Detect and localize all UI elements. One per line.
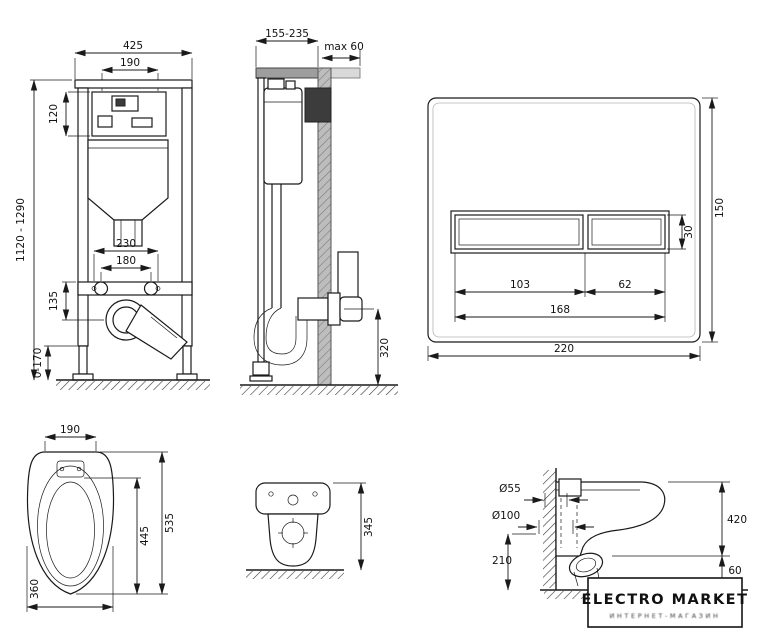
dim-frame-height-range: 1120 - 1290 [15, 198, 27, 262]
frame-front-view: 425 190 120 1120 - 1290 230 180 135 0-17… [15, 40, 210, 390]
frame-rail-left [77, 87, 89, 347]
cistern-front [87, 139, 169, 221]
frame-front-linework [30, 49, 210, 390]
bowl-side-linework [504, 468, 748, 599]
flush-plate-view: 30 150 103 62 168 220 [427, 97, 726, 361]
dim-bowl-width: 360 [29, 579, 41, 599]
bowl-side-view: Ø55 Ø100 210 420 60 [492, 468, 748, 599]
dim-max-offset: max 60 [324, 41, 364, 53]
bowl-front-view: 345 [246, 482, 375, 579]
outlet-chute [125, 304, 188, 360]
dim-fixing-spacing-inner: 180 [116, 255, 136, 267]
frame-rail-right [181, 87, 193, 347]
dim-inlet-diameter: Ø55 [499, 483, 521, 495]
dim-frame-width-inner: 190 [120, 57, 140, 69]
logo-frame [587, 577, 743, 628]
bowl-front-top [255, 482, 331, 515]
frame-side-linework [240, 37, 398, 395]
dim-plate-height: 150 [714, 198, 726, 218]
outlet-riser [337, 251, 359, 300]
finish-layer [330, 67, 361, 79]
frame-side-view: 155-235 max 60 320 [240, 28, 398, 395]
wall-hatch [543, 470, 556, 588]
dim-button-large-width: 103 [510, 279, 530, 291]
outlet-pipe [297, 297, 329, 321]
bowl-front-lower [267, 513, 319, 567]
inlet-connector [558, 478, 582, 497]
bowl-outline-side [555, 481, 666, 557]
top-slab [255, 67, 319, 79]
bowl-outline-top [26, 451, 115, 595]
floor-hatch [246, 571, 344, 579]
bowl-front-linework [246, 482, 366, 579]
floor-hatch [240, 386, 398, 395]
dim-floor-gap: 60 [728, 565, 741, 577]
dim-bowl-length-inner: 445 [139, 526, 151, 546]
dim-outlet-height: 210 [492, 555, 512, 567]
dim-drain-offset: 135 [48, 291, 60, 311]
dim-frame-width-total: 425 [123, 40, 143, 52]
dim-bowl-length: 535 [164, 513, 176, 533]
flush-button-small [587, 214, 666, 250]
outlet-sleeve [568, 552, 604, 578]
fixing-hole-right [143, 281, 159, 296]
bowl-top-view: 190 535 445 360 [26, 424, 176, 612]
dim-bowl-front-width: 190 [60, 424, 80, 436]
dim-outlet-diameter: Ø100 [492, 510, 520, 522]
dim-buttons-total-width: 168 [550, 304, 570, 316]
p-trap [253, 307, 308, 366]
brand-logo: ELECTRO MARKET ИНТЕРНЕТ-МАГАЗИН [582, 577, 749, 628]
dim-plate-width: 220 [554, 343, 574, 355]
floor-hatch [56, 381, 210, 390]
dim-bowl-depth: 420 [727, 514, 747, 526]
bowl-top-linework [26, 433, 168, 612]
wall-bracket [304, 87, 332, 123]
dim-button-height: 30 [683, 225, 695, 238]
flush-plate-linework [427, 97, 718, 361]
dim-flush-box-height: 120 [48, 104, 60, 124]
logo-subtitle: ИНТЕРНЕТ-МАГАЗИН [609, 612, 720, 620]
dim-button-small-width: 62 [618, 279, 631, 291]
logo-title: ELECTRO MARKET [582, 592, 749, 608]
dim-frame-depth-range: 155-235 [265, 28, 309, 40]
dim-foot-adjust-range: 0-170 [32, 348, 44, 379]
dim-outlet-height: 320 [379, 338, 391, 358]
frame-top-bar [74, 79, 193, 89]
cistern-side [263, 87, 303, 185]
dim-bowl-height: 345 [363, 517, 375, 537]
dim-fixing-spacing-outer: 230 [116, 238, 136, 250]
flush-button-large [454, 214, 584, 250]
fixing-hole-left [93, 281, 109, 296]
